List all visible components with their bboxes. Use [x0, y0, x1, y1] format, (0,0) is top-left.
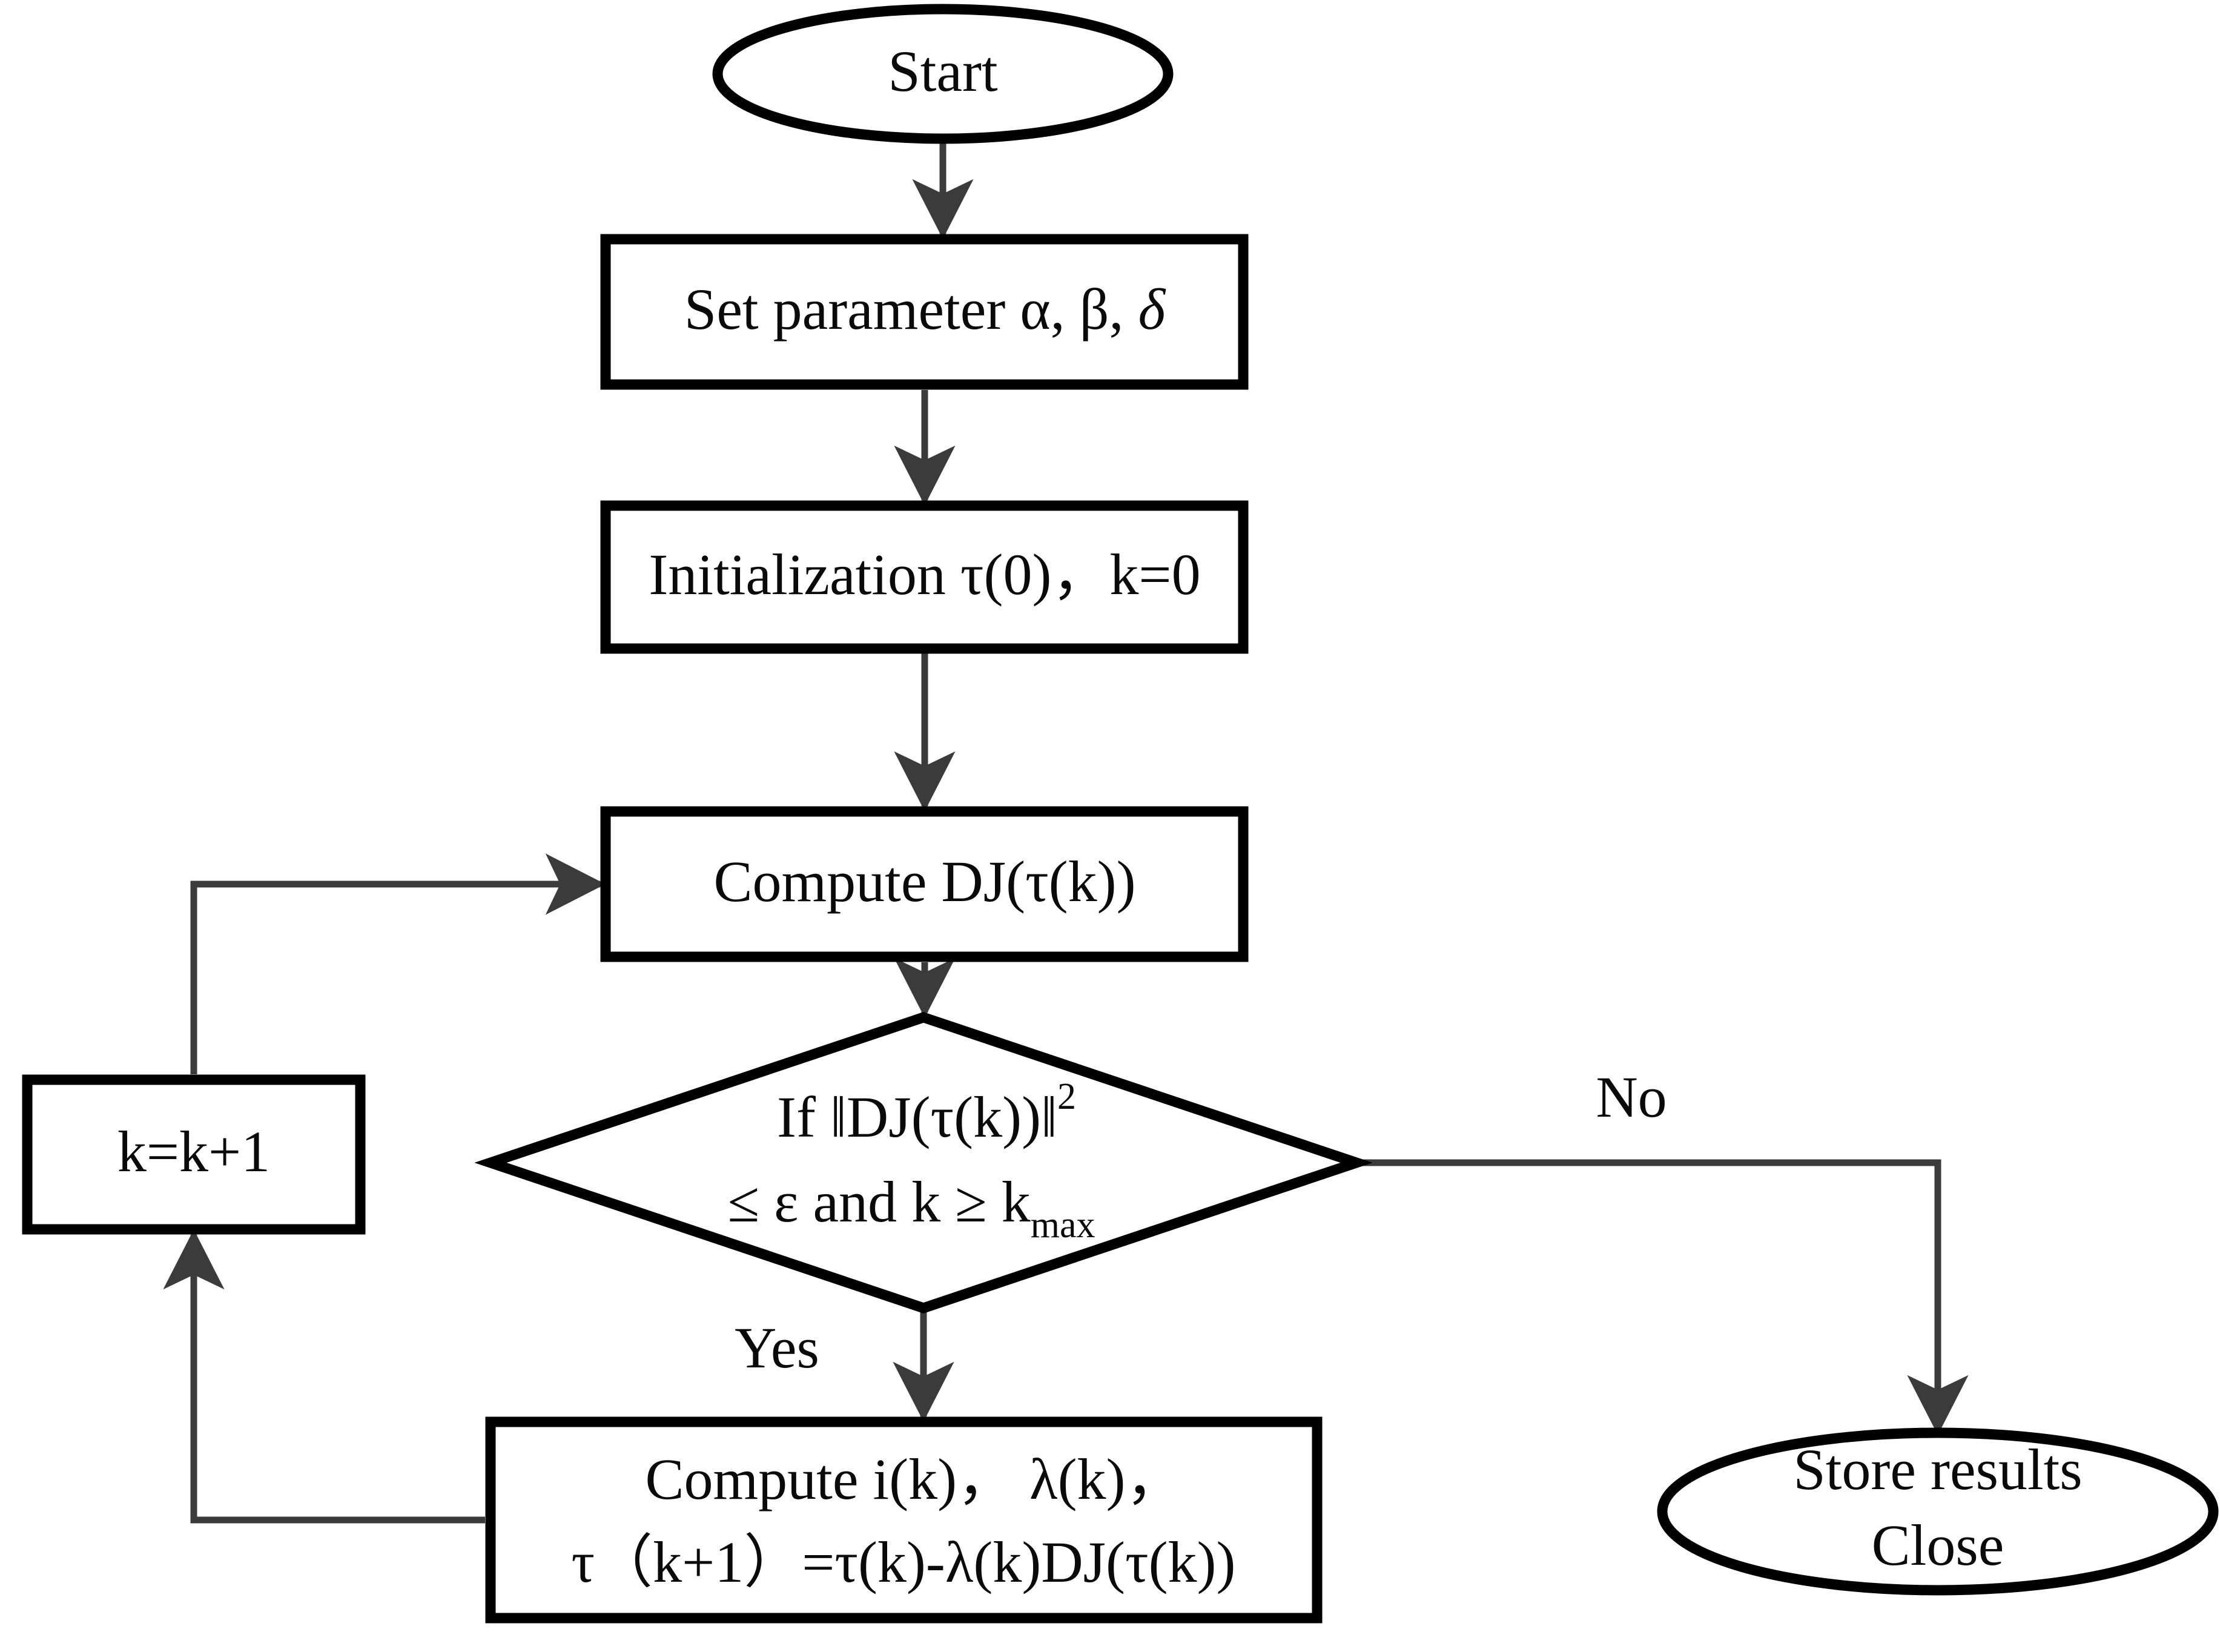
edge-label-yes: Yes	[735, 1315, 819, 1380]
set-parameter-text: Set parameter α, β,	[684, 277, 1138, 342]
connector-compute-update-to-increment-k	[163, 1229, 485, 1524]
node-start-label: Start	[888, 39, 998, 104]
node-initialization-label: Initialization τ(0)，k=0	[649, 542, 1200, 607]
node-compute-dj-label: Compute DJ(τ(k))	[713, 849, 1135, 914]
connector-decision-no-to-store-results	[1361, 1159, 1969, 1435]
decision-line1-text: If ‖DJ(τ(k))‖	[777, 1085, 1057, 1149]
node-store-results-shape	[1657, 1427, 2219, 1596]
node-increment-k-shape	[22, 1074, 366, 1235]
connector-increment-k-to-compute-dj	[190, 853, 606, 1074]
node-store-results-line1: Store results	[1793, 1437, 2082, 1502]
decision-line2-text: ≤ ε and k ≥ k	[727, 1169, 1030, 1234]
node-decision-label-line2: ≤ ε and k ≥ kmax	[727, 1169, 1095, 1246]
decision-line1-superscript: 2	[1057, 1076, 1076, 1117]
node-increment-k-label: k=k+1	[117, 1119, 270, 1184]
node-set-parameter-shape	[600, 234, 1249, 390]
node-set-parameter-label: Set parameter α, β, δ	[684, 277, 1166, 342]
node-compute-dj-shape	[600, 806, 1249, 962]
node-decision-shape	[474, 1012, 1373, 1313]
node-store-results-line2: Close	[1872, 1513, 2004, 1578]
edge-label-no: No	[1596, 1065, 1667, 1129]
node-start-shape	[712, 4, 1174, 144]
set-parameter-delta: δ	[1138, 277, 1166, 342]
node-decision-label-line1: If ‖DJ(τ(k))‖2	[777, 1076, 1076, 1149]
decision-line2-subscript: max	[1031, 1204, 1095, 1246]
node-compute-update-line2: τ（k+1）=τ(k)-λ(k)DJ(τ(k))	[572, 1530, 1236, 1594]
node-compute-update-shape	[485, 1416, 1323, 1624]
node-compute-update-line1: Compute i(k)， λ(k)，	[645, 1447, 1183, 1512]
node-initialization-shape	[600, 500, 1249, 654]
